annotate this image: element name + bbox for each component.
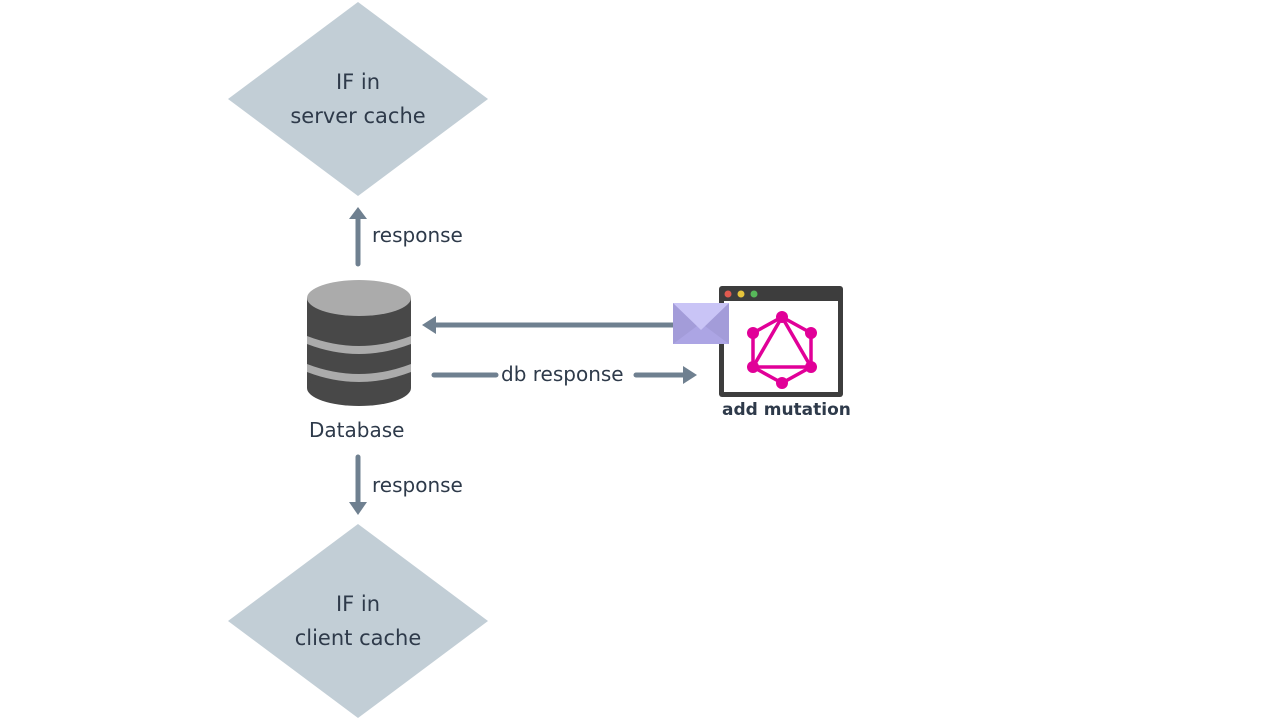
server-decision-line2: server cache (290, 104, 426, 128)
server-decision-line1: IF in (335, 70, 381, 94)
server-cache-decision (228, 2, 488, 196)
window-minimize-dot (737, 290, 745, 298)
client-decision-line2: client cache (294, 626, 422, 650)
response-down-arrow (349, 454, 367, 515)
add-mutation-label: add mutation (722, 400, 851, 420)
client-cache-decision-text: IF in client cache (258, 587, 458, 655)
database-label: Database (309, 418, 405, 442)
client-decision-line1: IF in (335, 592, 381, 616)
envelope-icon (673, 303, 729, 344)
window-close-dot (724, 290, 732, 298)
window-maximize-dot (750, 290, 758, 298)
response-up-label: response (372, 223, 463, 247)
mutation-request-arrow (422, 316, 674, 334)
server-cache-decision-text: IF in server cache (258, 65, 458, 133)
client-cache-decision (228, 524, 488, 718)
response-down-label: response (372, 473, 463, 497)
db-response-label: db response (501, 362, 624, 386)
graphql-icon (747, 311, 817, 389)
graphql-window (719, 286, 843, 397)
database-icon (307, 280, 411, 406)
db-response-arrow (431, 366, 697, 384)
response-up-arrow (349, 207, 367, 267)
